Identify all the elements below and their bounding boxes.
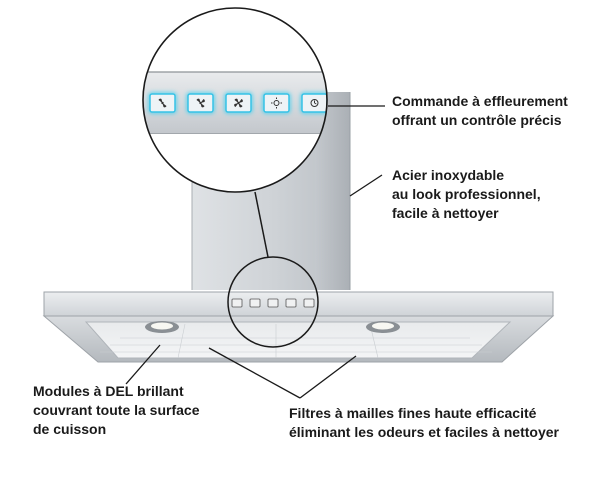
led-light-right <box>366 321 400 333</box>
control-callout-circle <box>227 256 319 348</box>
mesh-filters-label: Filtres à mailles fines haute efficacité… <box>289 405 559 440</box>
canopy-control-panel <box>231 298 315 308</box>
fan-speed-1-icon <box>158 98 167 108</box>
fan-speed-3-icon <box>234 98 243 108</box>
canopy <box>42 291 555 363</box>
power-timer-icon <box>310 99 319 107</box>
led-modules-label: Modules à DEL brillant couvrant toute la… <box>33 383 200 437</box>
zoom-leader-line <box>254 191 269 258</box>
touch-button-fan-speed-1 <box>148 92 177 114</box>
led-light-left <box>145 321 179 333</box>
touch-button-light <box>262 92 291 114</box>
light-icon <box>271 97 282 109</box>
touch-button-fan-speed-2 <box>186 92 215 114</box>
callout-leader-lines <box>125 105 385 399</box>
stainless-steel-label: Acier inoxydable au look professionnel, … <box>392 167 541 221</box>
fan-speed-2-icon <box>196 98 205 108</box>
mesh-filter-panels <box>100 323 492 359</box>
touch-button-fan-speed-3 <box>224 92 253 114</box>
touch-button-power <box>300 92 327 114</box>
touch-control-label: Commande à effleurement offrant un contr… <box>392 93 568 128</box>
